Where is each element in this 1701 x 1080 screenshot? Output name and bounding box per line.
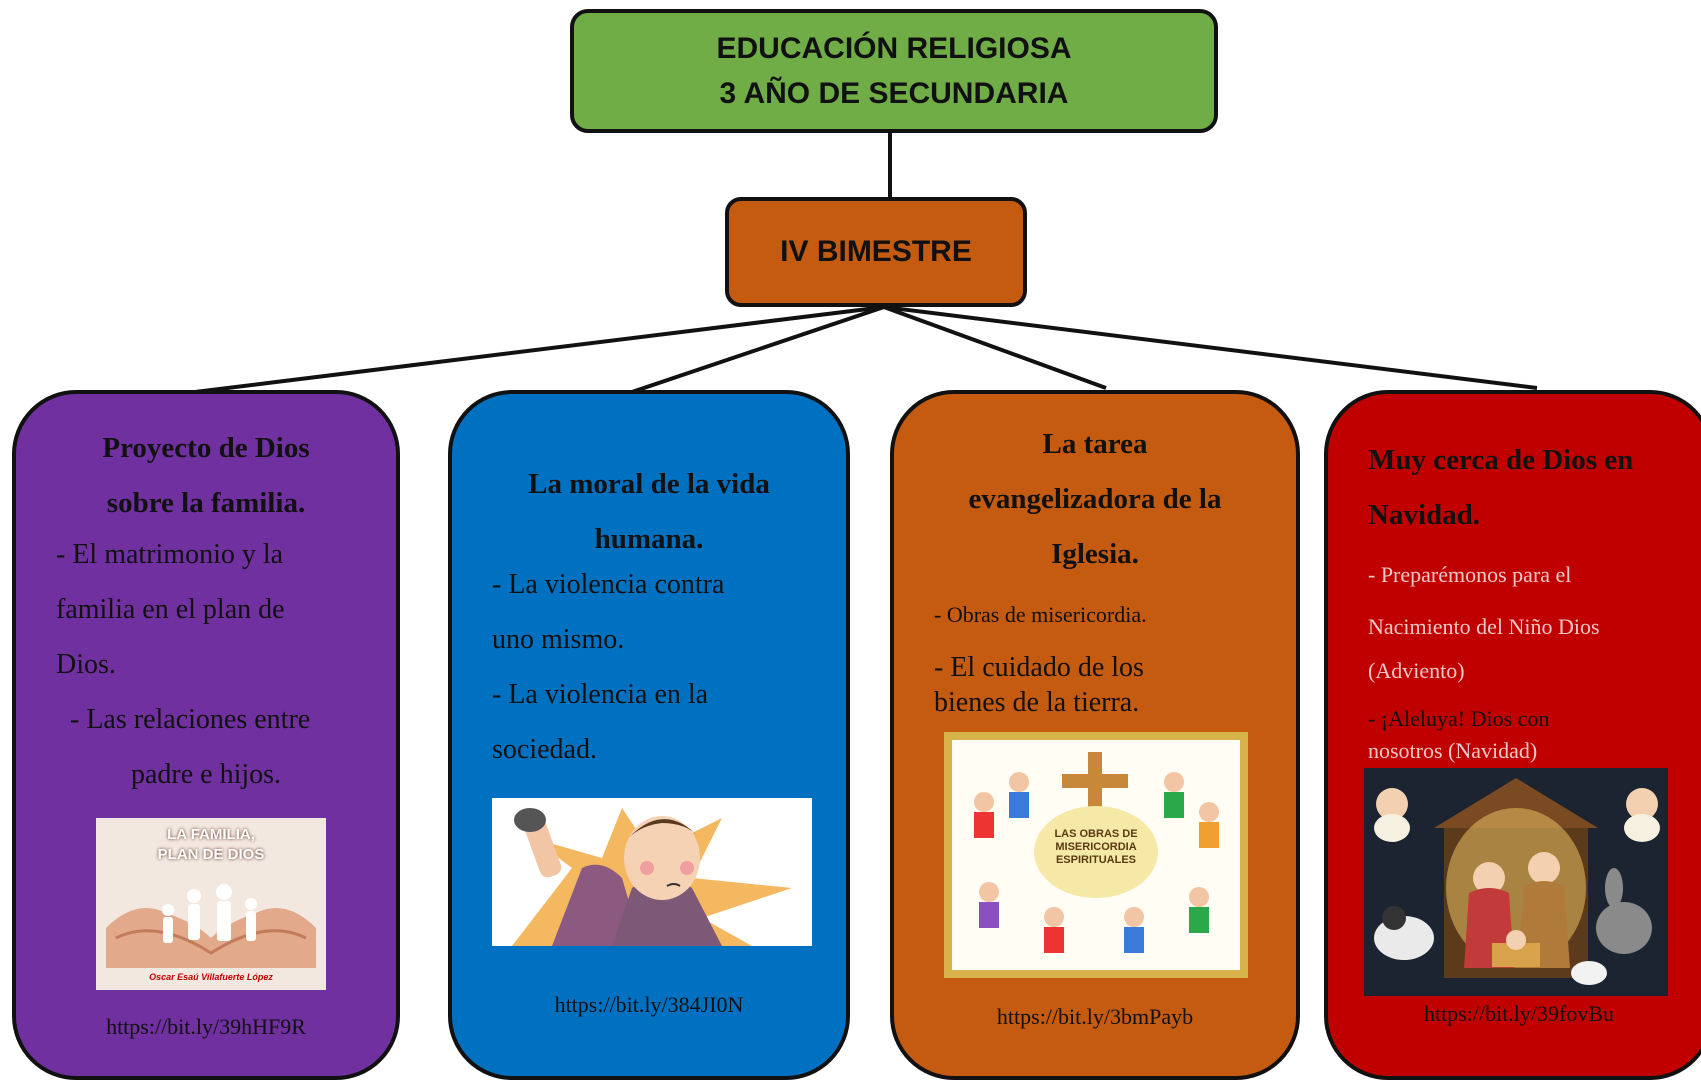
nativity-illustration-icon — [1364, 768, 1668, 996]
hands-family-icon: Oscar Esaú Villafuerte López — [96, 818, 326, 990]
card3-line2: - El cuidado de los — [934, 652, 1144, 683]
card4-line4: - ¡Aleluya! Dios con — [1368, 706, 1550, 731]
card1-title-line1: Proyecto de Dios — [102, 432, 310, 464]
root-title-line1: EDUCACIÓN RELIGIOSA — [716, 32, 1072, 65]
card4-line1: - Preparémonos para el — [1368, 562, 1572, 587]
root-title-line2: 3 AÑO DE SECUNDARIA — [719, 77, 1069, 110]
violence-image — [492, 798, 812, 946]
mercy-image-title: LAS OBRAS DE MISERICORDIA ESPIRITUALES — [944, 828, 1248, 867]
card2-title-line1: La moral de la vida — [528, 468, 770, 500]
bimester-label: IV BIMESTRE — [780, 235, 972, 268]
mercy-image-text3: ESPIRITUALES — [1055, 854, 1137, 866]
family-image-text1: LA FAMILIA, — [167, 826, 255, 843]
family-image: Oscar Esaú Villafuerte López LA FAMILIA,… — [96, 818, 326, 990]
mercy-image-text1: LAS OBRAS DE — [1054, 828, 1138, 840]
card2-title-line2: humana. — [594, 523, 704, 555]
card4-line5: nosotros (Navidad) — [1368, 738, 1538, 763]
card-moral: La moral de la vida humana. - La violenc… — [448, 390, 850, 1080]
card2-line4: sociedad. — [492, 734, 597, 765]
connector-middle-card2 — [631, 305, 885, 394]
card1-line2: familia en el plan de — [56, 594, 285, 625]
root-node: EDUCACIÓN RELIGIOSA 3 AÑO DE SECUNDARIA — [570, 9, 1218, 133]
card1-line4: - Las relaciones entre — [70, 704, 311, 735]
card2-line2: uno mismo. — [492, 624, 625, 655]
connector-middle-card4 — [883, 305, 1538, 390]
card1-line3: Dios. — [56, 649, 116, 680]
card3-url[interactable]: https://bit.ly/3bmPayb — [996, 1004, 1194, 1029]
violence-illustration-icon — [512, 808, 792, 946]
card1-url[interactable]: https://bit.ly/39hHF9R — [106, 1014, 306, 1039]
mercy-image-text2: MISERICORDIA — [1055, 841, 1137, 853]
mercy-works-illustration-icon — [952, 740, 1240, 970]
card3-line1: - Obras de misericordia. — [934, 602, 1147, 627]
connector-middle-card1 — [194, 305, 885, 394]
card4-line2: Nacimiento del Niño Dios — [1368, 614, 1600, 639]
card-family: Proyecto de Dios sobre la familia. - El … — [12, 390, 400, 1080]
card2-line1: - La violencia contra — [492, 569, 725, 600]
card4-title-line1: Muy cerca de Dios en — [1368, 444, 1634, 476]
card1-line1: - El matrimonio y la — [56, 539, 284, 570]
card4-title-line2: Navidad. — [1368, 499, 1481, 531]
card-evangelization: La tarea evangelizadora de la Iglesia. -… — [890, 390, 1300, 1080]
card3-title-line2: evangelizadora de la — [968, 483, 1222, 515]
card3-line3: bienes de la tierra. — [934, 687, 1140, 718]
family-image-caption: Oscar Esaú Villafuerte López — [149, 972, 273, 982]
card1-line5: padre e hijos. — [130, 759, 282, 790]
card-christmas: Muy cerca de Dios en Navidad. - Preparém… — [1324, 390, 1701, 1080]
card2-line3: - La violencia en la — [492, 679, 709, 710]
connector-middle-card3 — [883, 305, 1107, 390]
card2-url[interactable]: https://bit.ly/384JI0N — [554, 992, 744, 1017]
card3-title-line3: Iglesia. — [1051, 538, 1139, 570]
nativity-image — [1364, 768, 1668, 996]
card4-line3: (Adviento) — [1368, 658, 1465, 683]
mercy-works-image: LAS OBRAS DE MISERICORDIA ESPIRITUALES — [944, 732, 1248, 978]
card4-url[interactable]: https://bit.ly/39fovBu — [1423, 1001, 1615, 1026]
card1-title-line2: sobre la familia. — [106, 487, 306, 519]
card3-title-line1: La tarea — [1042, 428, 1148, 460]
family-image-text2: PLAN DE DIOS — [157, 846, 265, 863]
bimester-node: IV BIMESTRE — [725, 197, 1027, 307]
